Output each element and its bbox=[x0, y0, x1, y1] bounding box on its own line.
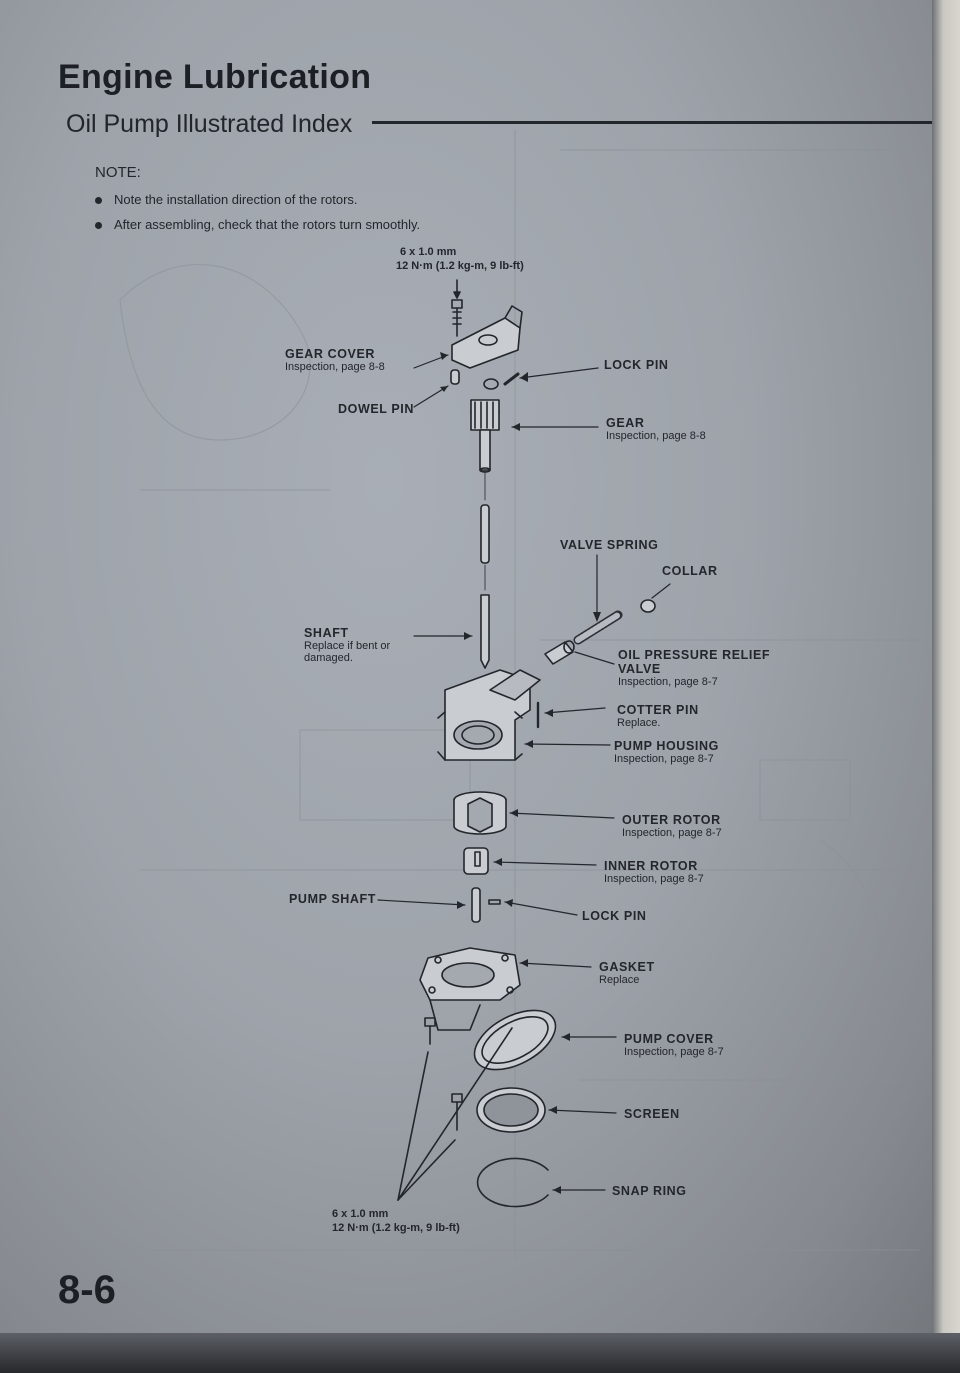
dowel-pin bbox=[450, 369, 460, 385]
gear-cover bbox=[451, 305, 523, 369]
note-bullet: Note the installation direction of the r… bbox=[95, 192, 358, 207]
note-bullet: After assembling, check that the rotors … bbox=[95, 217, 420, 232]
label-inner-rotor: INNER ROTOR Inspection, page 8-7 bbox=[604, 859, 704, 885]
section-subtitle: Oil Pump Illustrated Index bbox=[66, 110, 353, 138]
gear bbox=[470, 399, 500, 473]
label-screen: SCREEN bbox=[624, 1107, 680, 1121]
pump-housing bbox=[437, 669, 541, 761]
label-gasket: GASKET Replace bbox=[599, 960, 655, 986]
page-number: 8-6 bbox=[58, 1268, 116, 1312]
page-bottom-shadow bbox=[0, 1333, 960, 1373]
shaft-lower bbox=[480, 594, 490, 669]
label-pump-shaft: PUMP SHAFT bbox=[289, 892, 377, 906]
label-dowel-pin: DOWEL PIN bbox=[338, 402, 415, 416]
valve-spring bbox=[573, 610, 623, 645]
label-outer-rotor: OUTER ROTOR Inspection, page 8-7 bbox=[622, 813, 722, 839]
label-cotter-pin: COTTER PIN Replace. bbox=[617, 703, 699, 729]
note-title: NOTE: bbox=[95, 164, 141, 181]
top-bolt bbox=[451, 299, 463, 337]
bottom-bolts bbox=[424, 1017, 463, 1131]
pump-base bbox=[419, 947, 521, 1031]
label-lock-pin-top: LOCK PIN bbox=[604, 358, 669, 372]
label-snap-ring: SNAP RING bbox=[612, 1184, 687, 1198]
label-lock-pin-bottom: LOCK PIN bbox=[582, 909, 647, 923]
page-edge bbox=[932, 0, 960, 1373]
collar bbox=[640, 599, 656, 613]
snap-ring bbox=[476, 1157, 549, 1208]
label-collar: COLLAR bbox=[662, 564, 718, 578]
torque-spec-top: 6 x 1.0 mm 12 N·m (1.2 kg-m, 9 lb-ft) bbox=[396, 246, 524, 272]
label-oil-pressure-relief-valve: OIL PRESSURE RELIEF VALVE Inspection, pa… bbox=[618, 648, 771, 688]
pump-cover bbox=[473, 1009, 557, 1071]
label-gear-cover: GEAR COVER Inspection, page 8-8 bbox=[285, 347, 385, 373]
label-gear: GEAR Inspection, page 8-8 bbox=[606, 416, 706, 442]
torque-spec-bottom: 6 x 1.0 mm 12 N·m (1.2 kg-m, 9 lb-ft) bbox=[332, 1208, 460, 1234]
lock-pin-bottom bbox=[488, 899, 501, 905]
page-title: Engine Lubrication bbox=[58, 58, 372, 96]
outer-rotor bbox=[453, 791, 507, 835]
shaft-upper bbox=[480, 504, 490, 564]
bullet-dot-icon bbox=[95, 222, 102, 230]
inner-rotor bbox=[463, 847, 489, 875]
relief-valve bbox=[544, 640, 575, 665]
title-rule bbox=[372, 121, 932, 124]
screen bbox=[476, 1087, 546, 1133]
label-pump-housing: PUMP HOUSING Inspection, page 8-7 bbox=[614, 739, 719, 765]
label-pump-cover: PUMP COVER Inspection, page 8-7 bbox=[624, 1032, 724, 1058]
label-valve-spring: VALVE SPRING bbox=[560, 538, 659, 552]
label-shaft: SHAFT Replace if bent or damaged. bbox=[304, 626, 391, 664]
bullet-dot-icon bbox=[95, 197, 102, 205]
pump-shaft bbox=[471, 887, 481, 923]
